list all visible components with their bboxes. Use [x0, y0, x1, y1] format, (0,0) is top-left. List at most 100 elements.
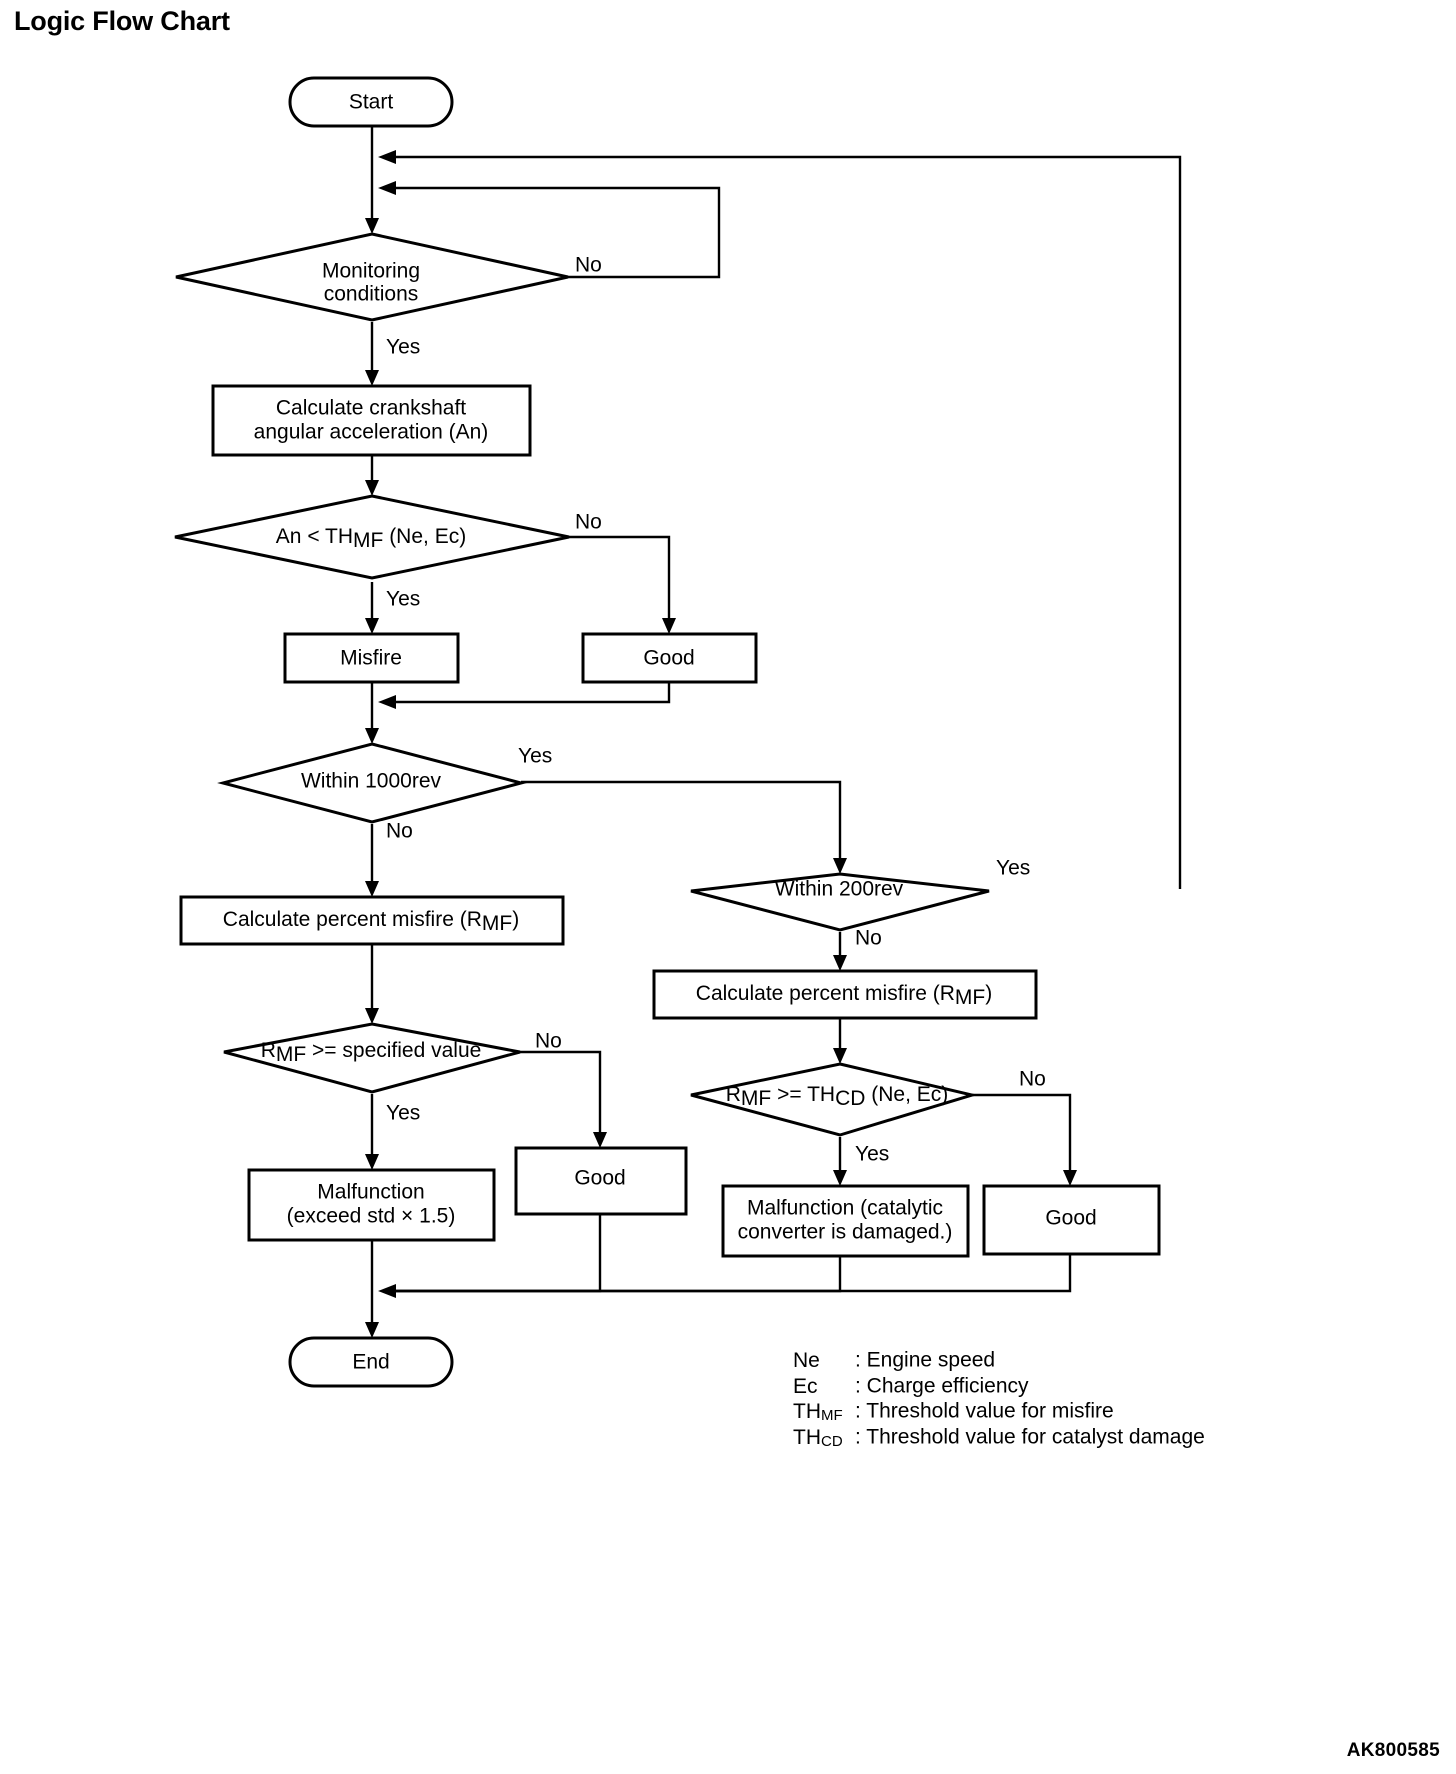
node-good-1-label: Good — [643, 647, 694, 670]
edge-calcpctl-to-rmfspec — [365, 944, 379, 1024]
node-calcang-line1: Calculate crankshaft — [276, 397, 466, 420]
edge-bottom-convergence — [378, 1214, 1072, 1298]
edge-label-monitoring-yes: Yes — [386, 336, 420, 359]
node-start[interactable]: Start — [288, 76, 454, 128]
node-calc-pct-right-label: Calculate percent misfire (RMF) — [696, 982, 992, 1009]
page-title: Logic Flow Chart — [14, 6, 230, 36]
edge-rmfthcd-no — [972, 1093, 1077, 1186]
rmf-spec-sub: MF — [276, 1043, 306, 1066]
calc-pct-right-sub: MF — [955, 986, 985, 1009]
edge-malfstd-to-end — [365, 1240, 379, 1338]
figure-code: AK800585 — [1346, 1740, 1440, 1761]
node-monitoring-line1: Monitoring — [322, 260, 420, 283]
node-calc-percent-misfire-left[interactable]: Calculate percent misfire (RMF) — [179, 895, 565, 946]
node-monitoring-line2: conditions — [324, 283, 419, 306]
node-calc-pct-left-label: Calculate percent misfire (RMF) — [223, 908, 519, 935]
legend-value-0: : Engine speed — [855, 1349, 995, 1372]
legend-key-0: Ne — [793, 1349, 820, 1372]
edge-calcpctr-to-rmfthcd — [833, 1018, 847, 1064]
legend: Ne : Engine speed Ec : Charge efficiency… — [793, 1349, 1205, 1450]
edge-rmfthcd-yes — [833, 1137, 847, 1186]
edge-rmfspec-no — [520, 1050, 607, 1148]
node-good-2-label: Good — [574, 1167, 625, 1190]
node-malf-cat-line1: Malfunction (catalytic — [747, 1197, 943, 1220]
node-start-label: Start — [349, 91, 394, 114]
node-an-lt-thmf[interactable]: An < THMF (Ne, Ec) — [174, 494, 570, 580]
calc-pct-right-post: ) — [985, 982, 992, 1005]
an-lt-thmf-sub: MF — [353, 529, 383, 552]
node-end[interactable]: End — [288, 1336, 454, 1388]
edge-within200-no — [833, 932, 847, 971]
node-good-1[interactable]: Good — [581, 632, 758, 684]
rmf-thcd-pre: R — [726, 1083, 741, 1106]
node-calcang-line2: angular acceleration (An) — [254, 421, 489, 444]
rmf-thcd-sub2: CD — [835, 1087, 865, 1110]
node-within-200rev-label: Within 200rev — [775, 878, 904, 901]
node-end-label: End — [352, 1351, 389, 1374]
rmf-thcd-post: (Ne, Ec) — [865, 1083, 948, 1106]
edge-label-rmfthcd-no: No — [1019, 1068, 1046, 1091]
node-malfunction-std[interactable]: Malfunction (exceed std × 1.5) — [247, 1168, 496, 1242]
edge-anthmf-no — [569, 535, 676, 634]
legend-row-3: THCD : Threshold value for catalyst dama… — [793, 1426, 1205, 1450]
rmf-thcd-sub1: MF — [741, 1087, 771, 1110]
legend-value-1: : Charge efficiency — [855, 1375, 1029, 1398]
node-rmf-spec-label: RMF >= specified value — [261, 1039, 482, 1066]
rmf-thcd-mid: >= TH — [771, 1083, 835, 1106]
an-lt-thmf-post: (Ne, Ec) — [383, 525, 466, 548]
legend-row-0: Ne : Engine speed — [793, 1349, 995, 1372]
edge-monitoring-yes — [365, 322, 379, 386]
rmf-spec-pre: R — [261, 1039, 276, 1062]
edge-start-to-monitoring — [365, 126, 379, 234]
node-within-1000rev[interactable]: Within 1000rev — [217, 742, 527, 824]
node-rmf-ge-thcd[interactable]: RMF >= THCD (Ne, Ec) — [690, 1062, 978, 1137]
rmf-spec-post: >= specified value — [306, 1039, 481, 1062]
edge-label-rev1000-no: No — [386, 820, 413, 843]
calc-pct-left-sub: MF — [482, 912, 512, 935]
node-within-1000rev-label: Within 1000rev — [301, 770, 442, 793]
legend-row-2: THMF : Threshold value for misfire — [793, 1400, 1114, 1424]
legend-row-1: Ec : Charge efficiency — [793, 1375, 1029, 1398]
edge-anthmf-yes — [365, 582, 379, 634]
edge-label-anthmf-yes: Yes — [386, 588, 420, 611]
edge-label-rev200-yes: Yes — [996, 857, 1030, 880]
node-malf-std-line1: Malfunction — [317, 1181, 424, 1204]
legend-key-2: THMF — [793, 1400, 843, 1424]
node-misfire-label: Misfire — [340, 647, 402, 670]
node-misfire[interactable]: Misfire — [283, 632, 460, 684]
node-calculate-crankshaft[interactable]: Calculate crankshaft angular acceleratio… — [211, 384, 532, 457]
calc-pct-right-pre: Calculate percent misfire (R — [696, 982, 955, 1005]
edge-label-rmfspec-yes: Yes — [386, 1102, 420, 1125]
node-good-3[interactable]: Good — [982, 1184, 1161, 1256]
edge-label-rev200-no: No — [855, 927, 882, 950]
node-within-200rev[interactable]: Within 200rev — [690, 872, 990, 932]
legend-key-1: Ec — [793, 1375, 818, 1398]
node-rmf-ge-specified[interactable]: RMF >= specified value — [223, 1022, 521, 1094]
node-malf-std-line2: (exceed std × 1.5) — [287, 1205, 456, 1228]
edge-label-rmfspec-no: No — [535, 1030, 562, 1053]
calc-pct-left-pre: Calculate percent misfire (R — [223, 908, 482, 931]
node-malfunction-catalytic[interactable]: Malfunction (catalytic converter is dama… — [721, 1184, 970, 1258]
node-malf-cat-line2: converter is damaged.) — [738, 1221, 953, 1244]
edge-within200-yes-feedback — [378, 150, 1182, 889]
node-calc-percent-misfire-right[interactable]: Calculate percent misfire (RMF) — [652, 969, 1038, 1020]
edge-label-anthmf-no: No — [575, 511, 602, 534]
legend-key-3: THCD — [793, 1426, 843, 1450]
calc-pct-left-post: ) — [512, 908, 519, 931]
node-good-3-label: Good — [1045, 1207, 1096, 1230]
edge-misfire-to-within1000 — [365, 682, 379, 744]
edge-monitoring-no-feedback — [378, 181, 721, 279]
node-rmf-thcd-label: RMF >= THCD (Ne, Ec) — [726, 1083, 949, 1110]
node-an-lt-thmf-label: An < THMF (Ne, Ec) — [276, 525, 466, 552]
edge-rmfspec-yes — [365, 1094, 379, 1170]
edge-label-monitoring-no: No — [575, 254, 602, 277]
node-good-2[interactable]: Good — [514, 1146, 688, 1216]
edge-calcang-to-anthmf — [365, 455, 379, 496]
edge-within1000-yes — [521, 780, 847, 874]
edge-label-rmfthcd-yes: Yes — [855, 1143, 889, 1166]
legend-value-3: : Threshold value for catalyst damage — [855, 1426, 1205, 1449]
node-monitoring-conditions[interactable]: Monitoring conditions — [175, 232, 569, 322]
legend-value-2: : Threshold value for misfire — [855, 1400, 1114, 1423]
edge-within1000-no — [365, 824, 379, 897]
